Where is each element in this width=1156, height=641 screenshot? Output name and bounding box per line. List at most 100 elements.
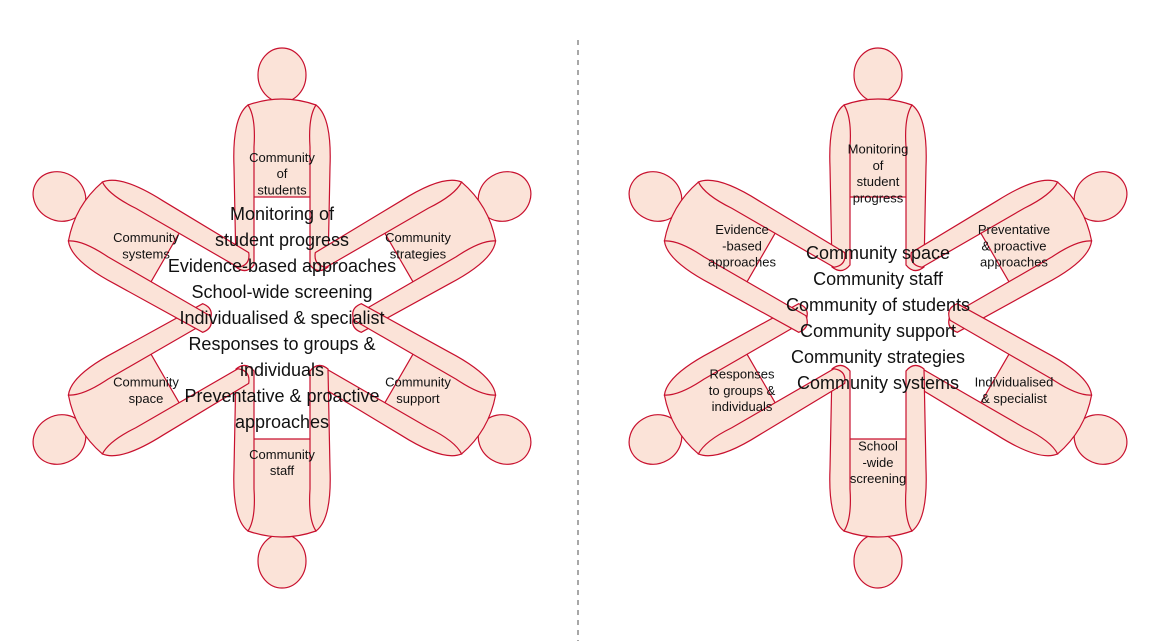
person-label-line: Community <box>249 150 315 165</box>
center-text-line: Community support <box>800 321 956 341</box>
person-head <box>853 533 903 589</box>
center-text-line: Preventative & proactive <box>184 386 379 406</box>
person-label-line: space <box>129 391 164 406</box>
person-figure <box>910 303 1128 465</box>
person-left-arm <box>352 303 497 396</box>
person-right-arm <box>663 303 808 396</box>
person-figure <box>910 171 1128 333</box>
person-left-arm <box>663 240 808 333</box>
person-label-line: Community <box>113 375 179 390</box>
person-figure <box>233 364 331 589</box>
person-label-line: Community <box>249 447 315 462</box>
center-text-line: Community space <box>806 243 950 263</box>
person-label-line: & specialist <box>981 391 1047 406</box>
person-label-line: & proactive <box>981 238 1046 253</box>
center-text-line: approaches <box>235 412 329 432</box>
person-right-arm <box>67 303 212 396</box>
person-left-arm <box>905 364 927 532</box>
person-label-line: School <box>858 439 898 454</box>
person-left-arm <box>67 240 212 333</box>
person-label-line: support <box>396 391 440 406</box>
person-label-line: Preventative <box>978 222 1050 237</box>
person-label-line: Responses <box>710 367 776 382</box>
person-label-line: staff <box>270 463 295 478</box>
person-left-arm <box>233 104 255 272</box>
person-label: Individualised& specialist <box>975 375 1054 406</box>
person-label-line: systems <box>122 246 170 261</box>
person-label-line: Evidence <box>715 222 768 237</box>
person-label-line: progress <box>853 190 904 205</box>
person-label-line: Community <box>385 375 451 390</box>
person-label-line: -based <box>722 238 762 253</box>
person-right-arm <box>948 240 1093 333</box>
person-right-arm <box>905 104 927 272</box>
person-figure <box>628 171 846 333</box>
person-label-line: -wide <box>862 455 893 470</box>
person-left-arm <box>309 364 331 532</box>
person-figure <box>32 171 250 333</box>
person-label-line: of <box>277 166 288 181</box>
person-label-line: to groups & <box>709 383 776 398</box>
person-label-line: individuals <box>712 399 773 414</box>
center-text-line: Community strategies <box>791 347 965 367</box>
center-text-line: Responses to groups & <box>188 334 375 354</box>
person-left-arm <box>314 179 463 268</box>
person-figure <box>233 47 331 272</box>
person-label-line: Individualised <box>975 375 1054 390</box>
person-label-line: student <box>857 174 900 189</box>
person-figure <box>32 303 250 465</box>
center-text-line: Evidence-based approaches <box>168 256 396 276</box>
person-left-arm <box>829 104 851 272</box>
person-label-line: strategies <box>390 246 447 261</box>
center-text-line: student progress <box>215 230 349 250</box>
center-text-line: individuals <box>240 360 324 380</box>
person-label-line: approaches <box>980 255 1048 270</box>
person-label-line: Monitoring <box>848 142 909 157</box>
person-head <box>257 47 307 103</box>
center-text-line: Community systems <box>797 373 959 393</box>
center-text-line: Monitoring of <box>230 204 335 224</box>
person-left-arm <box>697 368 846 457</box>
center-text-line: Individualised & specialist <box>179 308 384 328</box>
person-right-arm <box>352 240 497 333</box>
person-label-line: students <box>257 182 307 197</box>
person-right-arm <box>697 179 846 268</box>
person-figure <box>314 303 532 465</box>
center-text-line: School-wide screening <box>191 282 372 302</box>
person-label-line: approaches <box>708 255 776 270</box>
person-figure <box>628 303 846 465</box>
person-left-arm <box>101 368 250 457</box>
person-left-arm <box>910 179 1059 268</box>
person-label-line: screening <box>850 471 906 486</box>
center-text-line: Community staff <box>813 269 944 289</box>
person-head <box>853 47 903 103</box>
person-right-arm <box>829 364 851 532</box>
person-figure <box>314 171 532 333</box>
person-head <box>257 533 307 589</box>
person-figure <box>829 364 927 589</box>
person-figure <box>829 47 927 272</box>
person-right-arm <box>309 104 331 272</box>
person-label: Evidence-based approaches <box>708 222 776 269</box>
person-left-arm <box>948 303 1093 396</box>
person-right-arm <box>233 364 255 532</box>
person-label-line: Community <box>113 230 179 245</box>
person-label-line: of <box>873 158 884 173</box>
person-right-arm <box>101 179 250 268</box>
center-text-line: Community of students <box>786 295 970 315</box>
person-label-line: Community <box>385 230 451 245</box>
